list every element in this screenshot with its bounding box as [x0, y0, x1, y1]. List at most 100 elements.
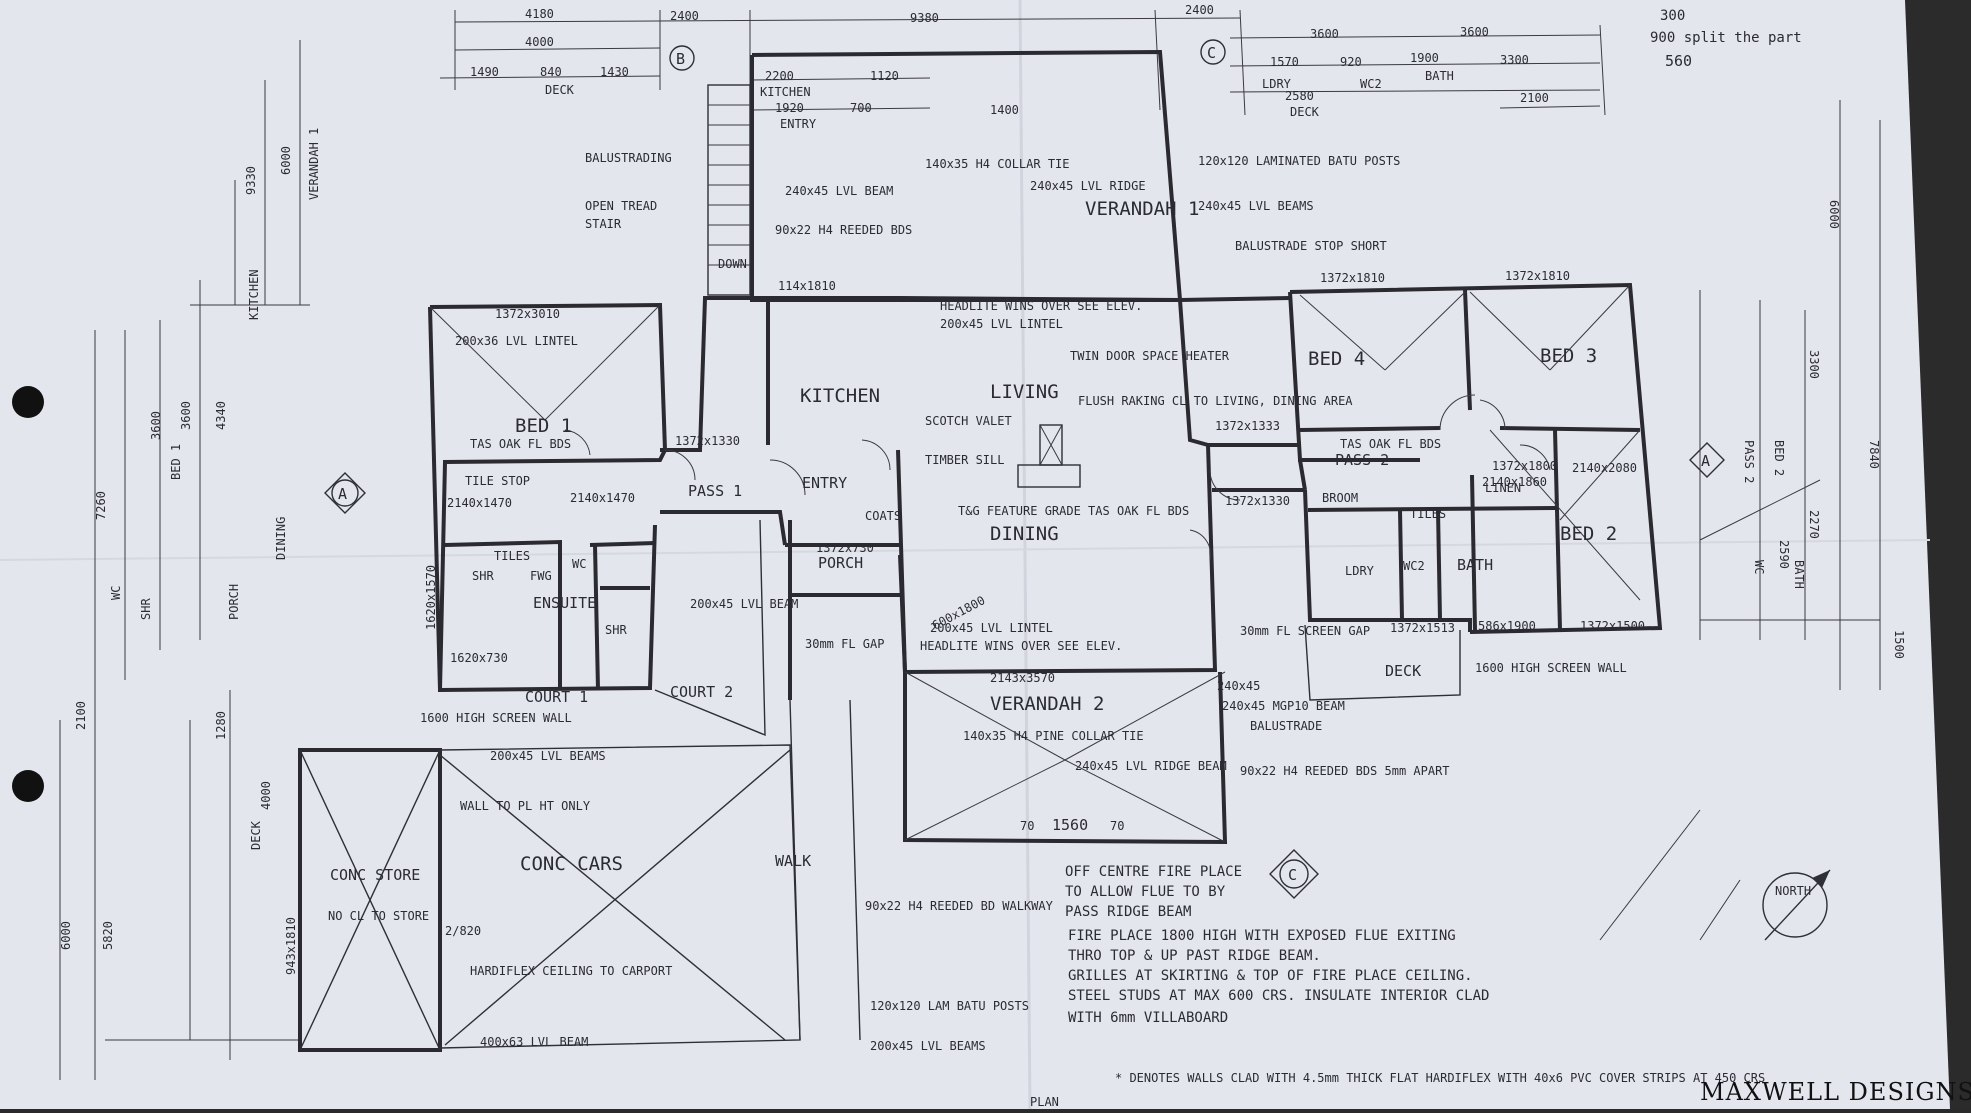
win-18: 240x45	[1217, 679, 1260, 693]
win-11: 1620x1570	[424, 565, 438, 630]
dim-left-3: 3600	[179, 401, 193, 430]
svg-text:PASS RIDGE BEAM: PASS RIDGE BEAM	[1065, 904, 1191, 920]
label-ldry-top: LDRY	[1262, 77, 1292, 91]
annot-stair: STAIR	[585, 217, 622, 231]
fireplace-notes: OFF CENTRE FIRE PLACE TO ALLOW FLUE TO B…	[1065, 864, 1489, 1026]
dim-left-2: 6000	[279, 146, 293, 175]
dim-left-6: 7260	[94, 491, 108, 520]
win-4: 1372x1333	[1215, 419, 1280, 433]
dim-top2-1: 4000	[525, 35, 554, 49]
dim-kit2-2: 700	[850, 101, 872, 115]
annot-twin-door: TWIN DOOR SPACE HEATER	[1070, 349, 1230, 363]
label-bath-right: BATH	[1792, 560, 1806, 589]
annot-headlite-2: HEADLITE WINS OVER SEE ELEV.	[920, 639, 1122, 653]
label-pass-right: PASS 2	[1742, 440, 1756, 483]
annot-balustrade: BALUSTRADE	[1250, 719, 1322, 733]
dim-right-side-4: 7840	[1867, 440, 1881, 469]
section-marker-a-right: A	[1689, 442, 1725, 478]
note-top-right: 300	[1660, 8, 1685, 24]
annot-flush-raking: FLUSH RAKING CL TO LIVING, DINING AREA	[1078, 394, 1353, 408]
win-24: 70	[1020, 819, 1034, 833]
annot-lvl-beam-court: 200x45 LVL BEAM	[690, 597, 798, 611]
annot-lvl-beams: 240x45 LVL BEAMS	[1198, 199, 1314, 213]
dim-top3-5: 1430	[600, 65, 629, 79]
svg-text:THRO TOP & UP PAST RIDGE BEAM.: THRO TOP & UP PAST RIDGE BEAM.	[1068, 948, 1321, 964]
win-8: 2140x1470	[447, 496, 512, 510]
label-bed-right: BED 2	[1772, 440, 1786, 476]
annot-tile-stop: TILE STOP	[465, 474, 530, 488]
annot-scotch-valet: SCOTCH VALET	[925, 414, 1012, 428]
dim-right-3: 1900	[1410, 51, 1439, 65]
label-bath-top: BATH	[1425, 69, 1454, 83]
room-broom: BROOM	[1322, 491, 1358, 505]
label-verandah-left: VERANDAH 1	[307, 128, 321, 200]
win-3: 1372x1810	[1505, 269, 1570, 283]
svg-text:FIRE PLACE 1800 HIGH WITH EXPO: FIRE PLACE 1800 HIGH WITH EXPOSED FLUE E…	[1068, 928, 1456, 944]
annot-headlite: HEADLITE WINS OVER SEE ELEV.	[940, 299, 1142, 313]
win-5: 1372x1330	[675, 434, 740, 448]
dim-right-side-6: 1500	[1892, 630, 1906, 659]
svg-text:OFF CENTRE FIRE PLACE: OFF CENTRE FIRE PLACE	[1065, 864, 1242, 880]
label-verandah-deck: DECK	[249, 820, 263, 850]
dim-top-4: 2400	[1185, 3, 1214, 17]
win-2: 1372x1810	[1320, 271, 1385, 285]
dim-left-7: 2100	[74, 701, 88, 730]
note-top-right-2: 900 split the part	[1650, 30, 1802, 46]
label-dining-left: DINING	[274, 517, 288, 560]
win-10: 1620x730	[450, 651, 508, 665]
dim-right-side-1: 6000	[1827, 200, 1841, 229]
dim-right-2: 920	[1340, 55, 1362, 69]
annot-tas-oak-bed1: TAS OAK FL BDS	[470, 437, 571, 451]
dim-right2-1: 2580	[1285, 89, 1314, 103]
room-living: LIVING	[990, 381, 1059, 403]
annot-lam-batu: 120x120 LAMINATED BATU POSTS	[1198, 154, 1400, 168]
annot-lvl-400: 400x63 LVL BEAM	[480, 1035, 588, 1049]
north-arrow-icon: NORTH	[1762, 869, 1831, 941]
room-wc: WC	[572, 557, 586, 571]
label-porch-left: PORCH	[227, 584, 241, 620]
annot-lintel-200: 200x45 LVL LINTEL	[940, 317, 1063, 331]
annot-open-tread: OPEN TREAD	[585, 199, 657, 213]
svg-text:STEEL STUDS AT MAX 600 CRS. IN: STEEL STUDS AT MAX 600 CRS. INSULATE INT…	[1068, 988, 1489, 1004]
annot-lintel-200-2: 200x45 LVL LINTEL	[930, 621, 1053, 635]
dim-left-10: 5820	[101, 921, 115, 950]
annot-beam-bot: 200x45 LVL BEAMS	[870, 1039, 986, 1053]
room-ldry: LDRY	[1345, 564, 1375, 578]
annot-tiles: TILES	[1410, 507, 1446, 521]
win-1: 1372x3010	[495, 307, 560, 321]
drawing-title: PLAN	[1030, 1095, 1059, 1109]
win-23: 943x1810	[284, 917, 298, 975]
roof-lines	[429, 284, 1821, 941]
dim-top-1: 4180	[525, 7, 554, 21]
room-verandah-1: VERANDAH 1	[1085, 198, 1199, 220]
annot-lintel-36: 200x36 LVL LINTEL	[455, 334, 578, 348]
annot-screen-gap: 30mm FL SCREEN GAP	[1240, 624, 1370, 638]
annot-bal-stop: BALUSTRADE STOP SHORT	[1235, 239, 1387, 253]
annot-screen-wall-1: 1600 HIGH SCREEN WALL	[420, 711, 572, 725]
annot-screen-wall-2: 1600 HIGH SCREEN WALL	[1475, 661, 1627, 675]
brand-maxwell-designs: MAXWELL DESIGNS	[1700, 1078, 1971, 1106]
svg-text:GRILLES AT SKIRTING & TOP OF F: GRILLES AT SKIRTING & TOP OF FIRE PLACE …	[1068, 968, 1473, 984]
punch-hole-icon	[12, 386, 44, 418]
room-bed-4: BED 4	[1308, 348, 1365, 370]
label-entry-top: ENTRY	[780, 117, 817, 131]
svg-text:WITH 6mm VILLABOARD: WITH 6mm VILLABOARD	[1068, 1010, 1228, 1026]
room-wc2: WC2	[1403, 559, 1425, 573]
room-porch: PORCH	[818, 554, 863, 572]
room-walk: WALK	[775, 852, 811, 870]
section-marker-c-top: C	[1200, 39, 1226, 65]
room-court-2: COURT 2	[670, 683, 733, 701]
room-fwg: FWG	[530, 569, 552, 583]
dim-right-4: 3300	[1500, 53, 1529, 67]
win-7: 1372x730	[816, 541, 874, 555]
dim-top3-3: 840	[540, 65, 562, 79]
section-marker-b: B	[669, 45, 695, 71]
annot-tas-oak-bed: TAS OAK FL BDS	[1340, 437, 1441, 451]
room-entry: ENTRY	[802, 474, 847, 492]
annot-reeded-5: 90x22 H4 REEDED BDS 5mm APART	[1240, 764, 1450, 778]
annot-collar-tie-2: 140x35 H4 PINE COLLAR TIE	[963, 729, 1144, 743]
annot-ridge: 240x45 LVL RIDGE	[1030, 179, 1146, 193]
dim-right-1: 1570	[1270, 55, 1299, 69]
